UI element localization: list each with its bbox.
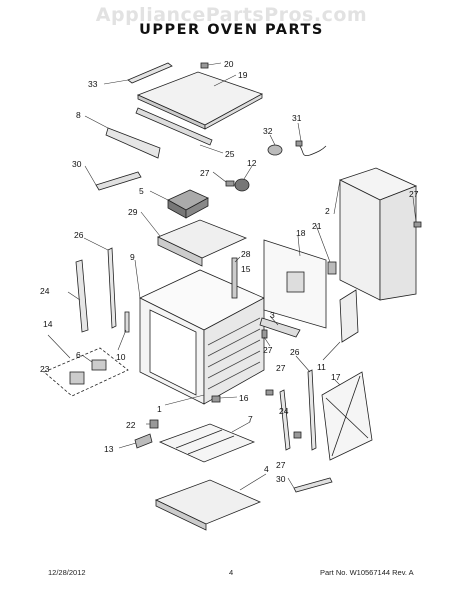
- callout-26-left: 26: [74, 230, 84, 240]
- callout-25: 25: [225, 149, 235, 159]
- part-screw-27e: [293, 431, 302, 439]
- callout-10: 10: [116, 352, 126, 362]
- part-trim-26b: [307, 369, 317, 451]
- callout-24-right: 24: [279, 406, 289, 416]
- part-screw-16: [211, 395, 221, 403]
- callout-7: 7: [248, 414, 253, 424]
- part-bracket-30a: [95, 171, 142, 191]
- part-door-17: [321, 371, 373, 461]
- part-screw-27c: [261, 329, 268, 339]
- callout-19: 19: [238, 70, 248, 80]
- callout-4: 4: [264, 464, 269, 474]
- part-screw-27a: [225, 180, 235, 187]
- callout-29: 29: [128, 207, 138, 217]
- callout-27-mid: 27: [263, 345, 273, 355]
- callout-32: 32: [263, 126, 273, 136]
- callout-2: 2: [325, 206, 330, 216]
- part-bracket-21: [327, 261, 337, 275]
- part-wire-31: [295, 140, 327, 157]
- part-screw-27b: [413, 221, 422, 228]
- part-screw-27d: [265, 389, 274, 396]
- part-hinge-13: [134, 433, 153, 449]
- part-trim-24a: [75, 259, 89, 333]
- callout-18: 18: [296, 228, 306, 238]
- part-wrapper-2: [338, 167, 418, 301]
- callout-3: 3: [270, 310, 275, 320]
- part-back-panel-18: [263, 239, 327, 329]
- callout-22: 22: [126, 420, 136, 430]
- callout-30-bottom: 30: [276, 474, 286, 484]
- part-trim-26a: [107, 247, 117, 329]
- page-title: UPPER OVEN PARTS: [139, 22, 324, 38]
- part-rail-8: [105, 127, 161, 159]
- part-bar-33: [127, 62, 173, 84]
- callout-31: 31: [292, 113, 302, 123]
- part-rail-25: [135, 107, 213, 146]
- callout-15: 15: [241, 264, 251, 274]
- part-sensor-32: [267, 144, 283, 156]
- callout-11: 11: [317, 362, 326, 372]
- part-probe-28: [231, 257, 238, 299]
- part-bar-30b: [293, 477, 333, 493]
- callout-24-left: 24: [40, 286, 50, 296]
- part-screw-20: [200, 62, 209, 69]
- callout-16: 16: [239, 393, 249, 403]
- part-oven-cavity-9: [139, 269, 265, 405]
- callout-12: 12: [247, 158, 257, 168]
- footer-page-number: 4: [229, 568, 234, 577]
- part-broil-pan-4: [154, 479, 262, 531]
- part-rack-7: [158, 423, 256, 463]
- callout-14: 14: [43, 319, 53, 329]
- callout-27-right: 27: [409, 189, 419, 199]
- part-fan-12: [234, 178, 250, 192]
- part-cover-11: [339, 289, 359, 343]
- callout-17: 17: [331, 372, 341, 382]
- callout-13: 13: [104, 444, 114, 454]
- callout-21: 21: [312, 221, 322, 231]
- callout-1: 1: [157, 404, 162, 414]
- callout-28: 28: [241, 249, 251, 259]
- callout-6: 6: [76, 350, 81, 360]
- callout-33: 33: [88, 79, 98, 89]
- callout-27-right-mid: 27: [276, 363, 286, 373]
- callout-8: 8: [76, 110, 81, 120]
- part-trim-24b: [279, 389, 291, 451]
- part-top-panel: [136, 71, 263, 130]
- watermark: AppliancePartsPros.com: [95, 4, 368, 26]
- callout-27-bottom: 27: [276, 460, 286, 470]
- callout-23: 23: [40, 364, 50, 374]
- part-fan-motor-5: [167, 189, 209, 219]
- part-bracket-22: [149, 419, 159, 429]
- callout-30-top: 30: [72, 159, 82, 169]
- part-terminal-3: [259, 317, 301, 338]
- footer-part-number: Part No. W10567144 Rev. A: [320, 568, 414, 577]
- callout-27-top: 27: [200, 168, 210, 178]
- part-bracket-10: [124, 311, 130, 333]
- callout-5: 5: [139, 186, 144, 196]
- part-shroud-29: [157, 219, 248, 267]
- callout-20: 20: [224, 59, 234, 69]
- part-control-group-14: [43, 347, 129, 397]
- callout-9: 9: [130, 252, 135, 262]
- callout-26-right: 26: [290, 347, 300, 357]
- footer-date: 12/28/2012: [48, 568, 86, 577]
